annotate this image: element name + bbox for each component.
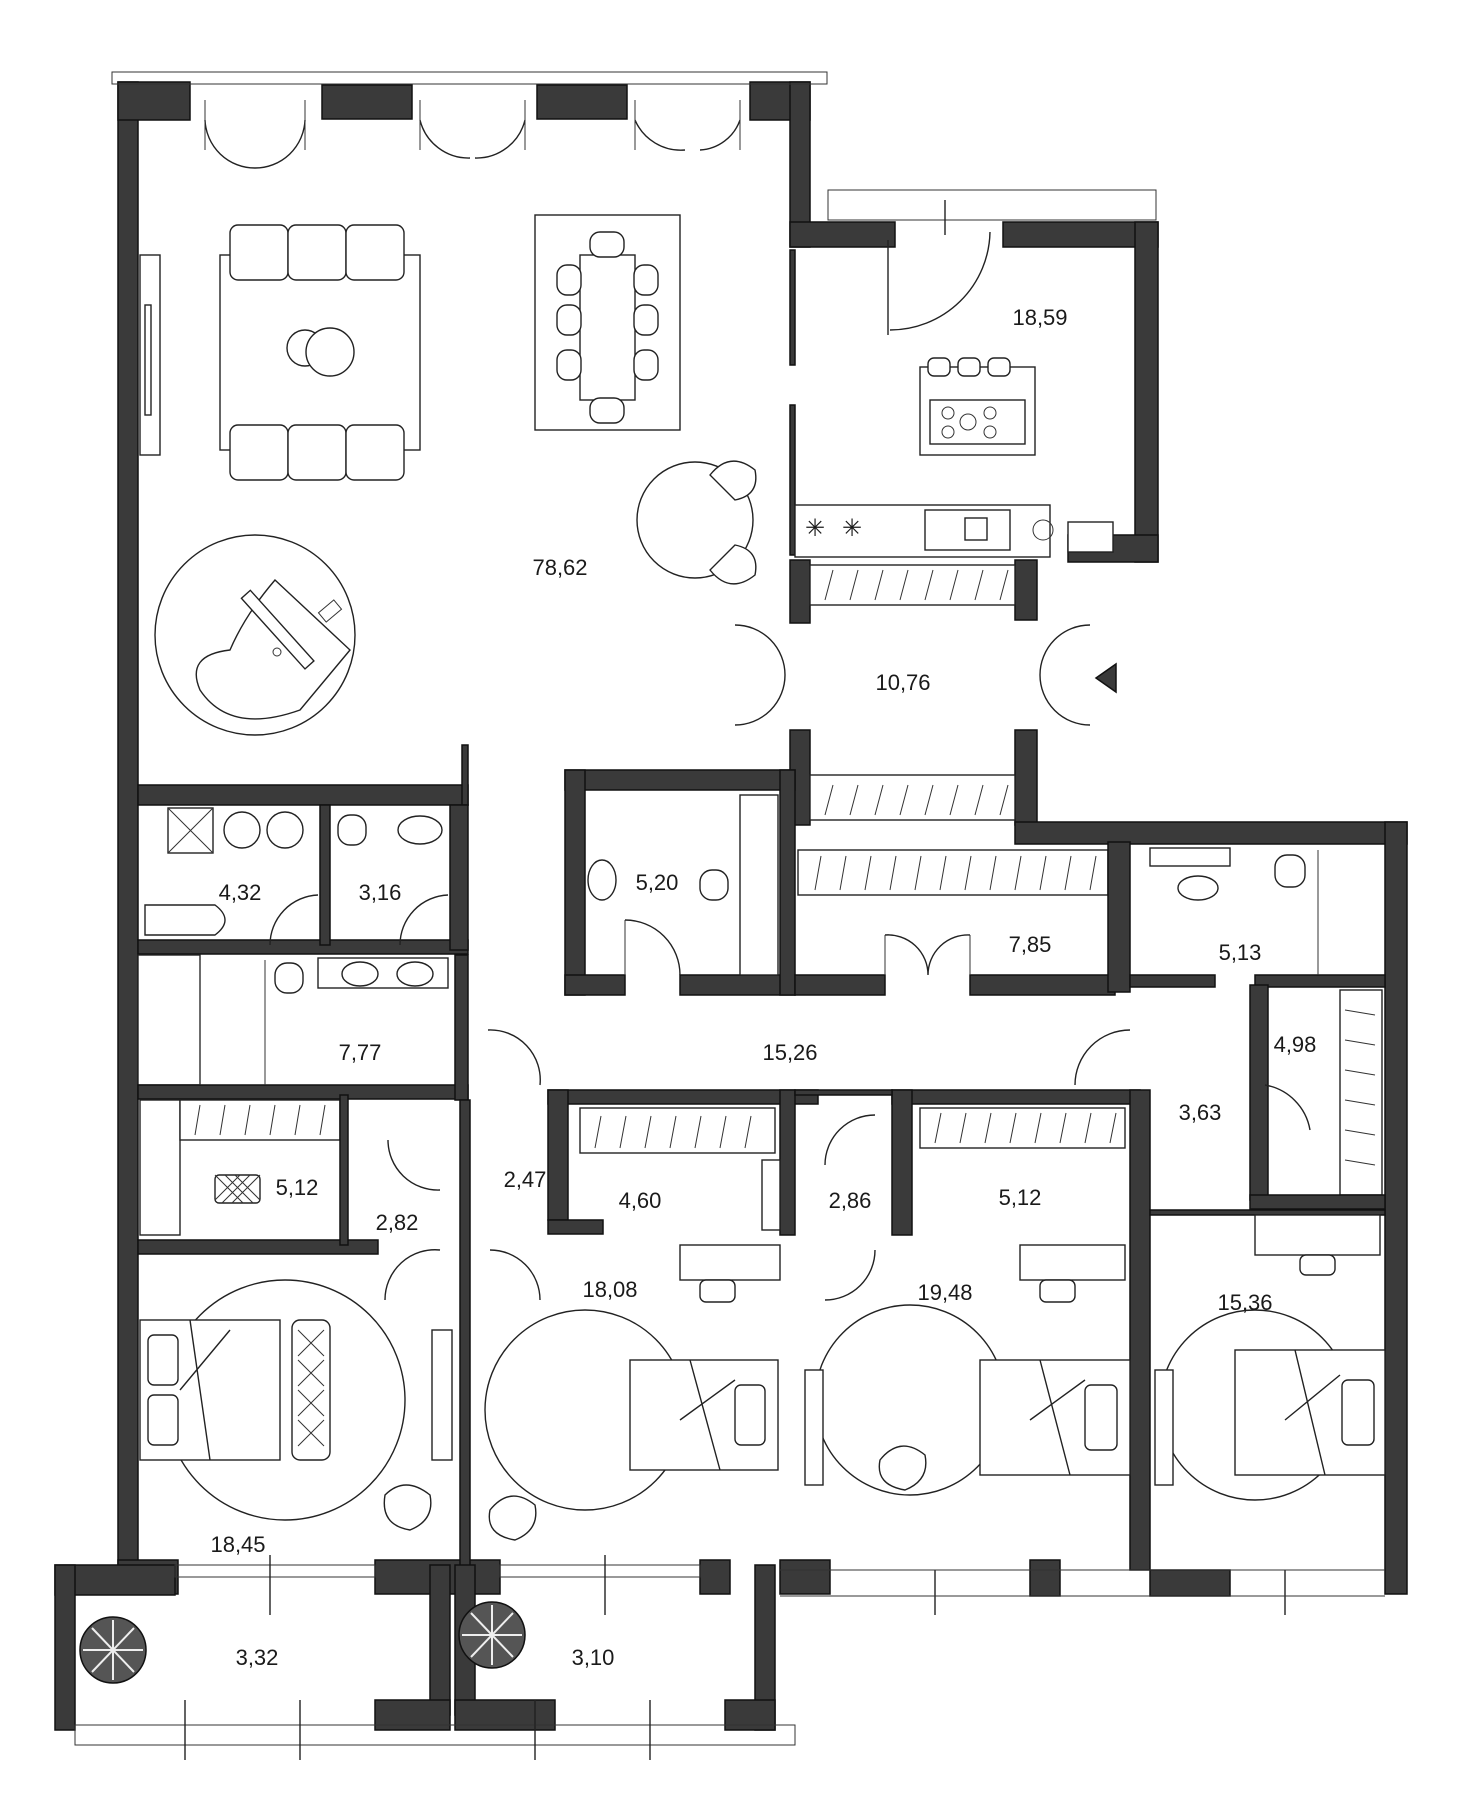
room-area-living: 78,62: [532, 555, 587, 580]
entry-hall: [734, 564, 1117, 821]
room-area-balcony-b: 3,10: [572, 1645, 615, 1670]
room-area-bath-a: 4,32: [219, 880, 262, 905]
bathtub-icon: [144, 904, 226, 936]
balconies: [54, 1555, 1385, 1760]
room-area-hall-e: 3,63: [1179, 1100, 1222, 1125]
plant-icon: [458, 1601, 526, 1669]
top-windows: [111, 71, 1157, 335]
kitchen-furniture: ✳ ✳: [789, 249, 1114, 558]
bed-icon: [139, 1319, 281, 1461]
bedroom-d-furniture: [1154, 1214, 1386, 1501]
room-area-dressing-a: 5,12: [276, 1175, 319, 1200]
room-area-balcony-a: 3,32: [236, 1645, 279, 1670]
bedroom-c-furniture: [804, 1244, 1131, 1496]
dressing-a: [137, 1094, 379, 1255]
kitchen-island-icon: [919, 357, 1036, 456]
armchair-icon: [709, 460, 757, 501]
armchair-icon: [383, 1484, 432, 1531]
sink-icon: [397, 815, 443, 845]
armchair-icon: [878, 1445, 927, 1491]
room-area-wardrobe-b: 4,60: [619, 1188, 662, 1213]
room-area-bedroom-a: 18,45: [210, 1532, 265, 1557]
mid-walls: [384, 769, 1386, 1571]
bedroom-b-furniture: [484, 1244, 781, 1541]
bed-icon: [1234, 1349, 1386, 1476]
sofa-icon: [219, 224, 421, 481]
left-bathrooms: [137, 744, 469, 1101]
room-area-hall-a: 2,47: [504, 1167, 547, 1192]
armchair-icon: [488, 1495, 537, 1541]
living-furniture: [139, 214, 757, 736]
bed-icon: [629, 1359, 779, 1471]
room-area-hall-b: 2,86: [829, 1188, 872, 1213]
room-area-wardrobe-e: 4,98: [1274, 1032, 1317, 1057]
room-area-guest-bath: 5,20: [636, 870, 679, 895]
piano-icon: [195, 578, 351, 720]
desk-icon: [1254, 1214, 1381, 1256]
plant-icon: [79, 1616, 147, 1684]
room-area-hall-c: 2,82: [376, 1210, 419, 1235]
svg-text:✳: ✳: [805, 515, 825, 542]
room-area-kitchen: 18,59: [1012, 305, 1067, 330]
room-area-wc-a: 3,16: [359, 880, 402, 905]
room-area-bedroom-d: 15,36: [1217, 1290, 1272, 1315]
room-area-wardrobe-c: 5,12: [999, 1185, 1042, 1210]
outer-walls: [117, 81, 1408, 1597]
desk-icon: [1019, 1244, 1126, 1281]
room-area-corridor: 15,26: [762, 1040, 817, 1065]
entrance-arrow-icon: [1094, 662, 1117, 694]
armchair-icon: [709, 544, 757, 585]
room-area-bedroom-c: 19,48: [917, 1280, 972, 1305]
room-area-bath-c: 7,77: [339, 1040, 382, 1065]
room-area-bath-b: 5,13: [1219, 940, 1262, 965]
desk-icon: [679, 1244, 781, 1281]
room-area-bedroom-b: 18,08: [582, 1277, 637, 1302]
room-area-entry-hall: 10,76: [875, 670, 930, 695]
room-area-closet-main: 7,85: [1009, 932, 1052, 957]
toilet-icon: [337, 814, 367, 846]
dining-table-icon: [534, 214, 681, 431]
svg-text:✳: ✳: [842, 515, 862, 542]
bedroom-a-furniture: [139, 1279, 453, 1531]
room-labels: 78,62 18,59 10,76 4,32 3,16 5,20 7,85 5,…: [210, 305, 1316, 1670]
bed-icon: [979, 1359, 1131, 1476]
